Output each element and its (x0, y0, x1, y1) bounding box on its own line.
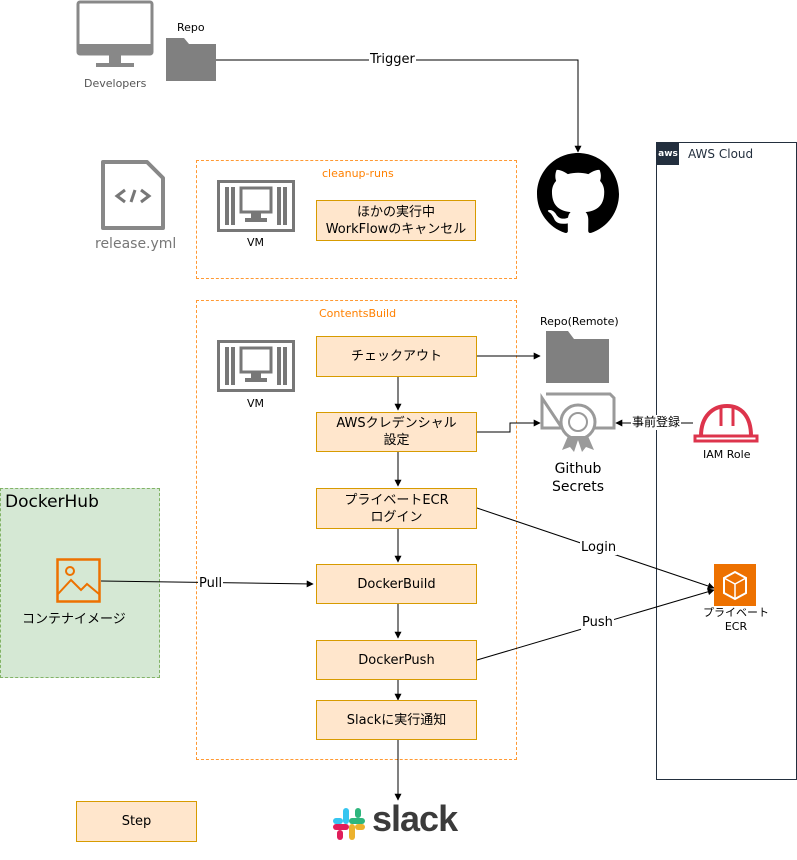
remote-repo-label: Repo(Remote) (540, 315, 619, 328)
iam-role-helmet-icon (693, 402, 759, 444)
yaml-file-icon (99, 160, 167, 232)
step-ecr-login: プライベートECR ログイン (316, 488, 477, 529)
preregister-label: 事前登録 (631, 415, 682, 430)
cleanup-runs-title: cleanup-runs (322, 167, 394, 180)
trigger-label: Trigger (369, 52, 416, 67)
pull-label: Pull (198, 576, 224, 591)
certificate-icon (540, 392, 616, 452)
step-checkout: チェックアウト (316, 336, 477, 377)
slack-wordmark: slack (372, 798, 458, 839)
container-image-icon (56, 558, 101, 603)
step-docker-build: DockerBuild (316, 564, 477, 604)
trigger-edge (216, 59, 582, 153)
desktop-monitor-icon (76, 0, 154, 76)
repo-label: Repo (177, 21, 205, 34)
legend-step: Step (76, 801, 197, 842)
contentsbuild-group (196, 300, 517, 760)
vm-label: VM (247, 236, 265, 249)
repo-folder-icon (166, 36, 216, 81)
remote-repo-folder-icon (546, 329, 609, 383)
vm-icon (217, 180, 295, 232)
step-aws-credentials: AWSクレデンシャル 設定 (316, 412, 477, 452)
aws-cloud-container (656, 142, 797, 780)
step-slack-notify: Slackに実行通知 (316, 700, 477, 740)
developers-label: Developers (84, 77, 147, 90)
step-cancel-workflow: ほかの実行中 WorkFlowのキャンセル (316, 200, 476, 241)
dockerhub-container (0, 488, 160, 678)
step-docker-push: DockerPush (316, 640, 477, 680)
contentsbuild-title: ContentsBuild (319, 307, 397, 320)
github-secrets-label: Github Secrets (552, 461, 605, 495)
vm-label: VM (247, 397, 265, 410)
push-label: Push (581, 615, 614, 630)
aws-logo-icon: aws (657, 143, 679, 165)
container-image-label: コンテナイメージ (22, 612, 126, 627)
github-logo-icon (537, 153, 619, 235)
ecr-label: プライベート ECR (703, 606, 769, 633)
ecr-icon (714, 564, 756, 606)
vm-icon (217, 340, 295, 392)
login-label: Login (580, 540, 618, 555)
slack-logo-icon (331, 806, 367, 842)
release-yml-label: release.yml (95, 236, 177, 252)
aws-logo-text: aws (658, 149, 678, 159)
creds-secrets-edge (477, 419, 541, 433)
dockerhub-title: DockerHub (5, 492, 99, 512)
cleanup-runs-group (196, 160, 517, 279)
iam-role-label: IAM Role (703, 448, 751, 461)
aws-cloud-title: AWS Cloud (688, 147, 754, 161)
